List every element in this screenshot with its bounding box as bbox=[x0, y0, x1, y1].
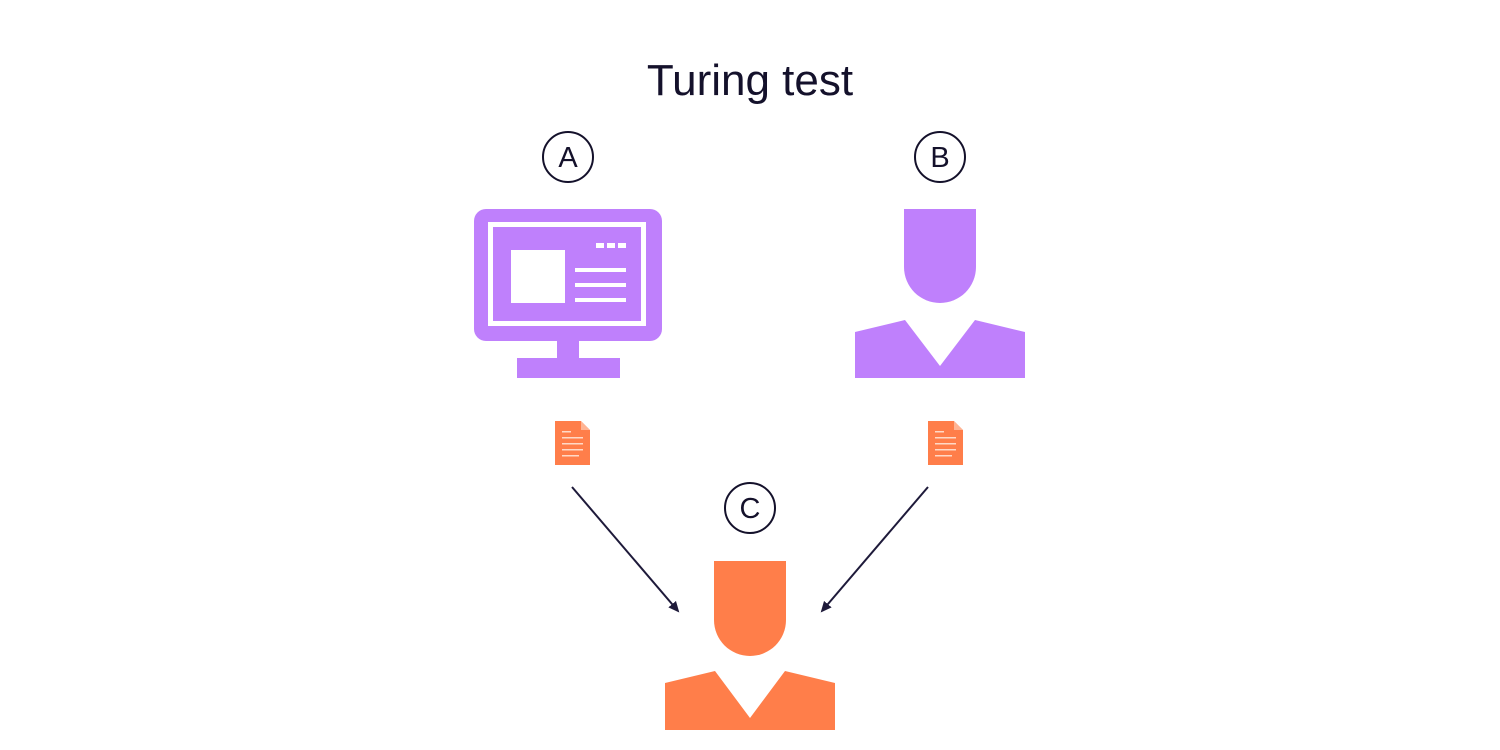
person-c-icon bbox=[665, 561, 835, 730]
label-b: B bbox=[930, 142, 949, 174]
computer-monitor-icon bbox=[474, 209, 662, 378]
arrow-a-to-c bbox=[571, 486, 680, 613]
document-icon-b bbox=[928, 421, 963, 465]
document-icon-a bbox=[555, 421, 590, 465]
label-c-badge: C bbox=[724, 482, 776, 534]
person-b-icon bbox=[855, 209, 1025, 378]
label-b-badge: B bbox=[914, 131, 966, 183]
label-c: C bbox=[740, 493, 761, 525]
diagram-title: Turing test bbox=[647, 56, 853, 105]
arrow-b-to-c bbox=[820, 486, 929, 613]
label-a-badge: A bbox=[542, 131, 594, 183]
label-a: A bbox=[558, 142, 578, 174]
